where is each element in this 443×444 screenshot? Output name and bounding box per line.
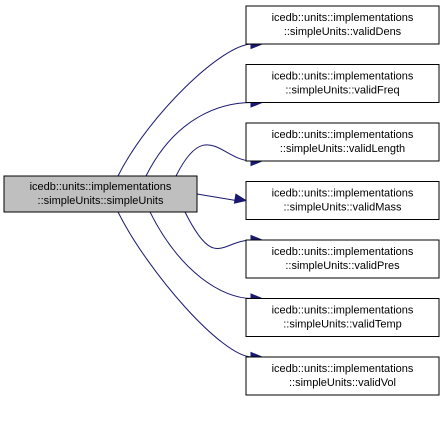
target-node-label-line1: icedb::units::implementations xyxy=(272,71,414,83)
target-node-label-line1: icedb::units::implementations xyxy=(272,363,414,375)
target-node-label-line1: icedb::units::implementations xyxy=(272,188,414,200)
target-node-label-line1: icedb::units::implementations xyxy=(272,12,414,24)
edge-to-validvol xyxy=(117,211,253,358)
target-node-validfreq[interactable]: icedb::units::implementations::simpleUni… xyxy=(245,64,440,103)
target-nodes: icedb::units::implementations::simpleUni… xyxy=(245,5,440,396)
target-node-box xyxy=(245,122,440,162)
target-node-label-line1: icedb::units::implementations xyxy=(272,129,414,141)
target-node-validpres[interactable]: icedb::units::implementations::simpleUni… xyxy=(245,239,440,279)
target-node-box xyxy=(245,181,440,220)
source-node-label-line1: icedb::units::implementations xyxy=(30,181,172,193)
target-node-box xyxy=(245,64,440,103)
target-node-label-line1: icedb::units::implementations xyxy=(272,305,414,317)
edge-to-validmass xyxy=(196,193,237,201)
target-node-validlength[interactable]: icedb::units::implementations::simpleUni… xyxy=(245,122,440,162)
source-node-box xyxy=(3,175,198,213)
source-node[interactable]: icedb::units::implementations ::simpleUn… xyxy=(3,175,198,213)
target-node-label-line1: icedb::units::implementations xyxy=(272,246,414,258)
arrowhead-validmass xyxy=(233,193,248,204)
target-node-validdens[interactable]: icedb::units::implementations::simpleUni… xyxy=(245,5,440,45)
edge-to-validpres xyxy=(184,211,253,249)
target-node-label-line2: ::simpleUnits::validFreq xyxy=(285,85,399,97)
source-node-label-line2: ::simpleUnits::simpleUnits xyxy=(38,195,164,207)
edge-to-validfreq xyxy=(145,102,253,177)
target-node-validvol[interactable]: icedb::units::implementations::simpleUni… xyxy=(245,356,440,396)
target-node-label-line2: ::simpleUnits::validMass xyxy=(284,202,402,214)
target-node-validmass[interactable]: icedb::units::implementations::simpleUni… xyxy=(245,181,440,220)
target-node-label-line2: ::simpleUnits::validLength xyxy=(280,143,405,155)
edge-to-validtemp xyxy=(149,211,253,299)
target-node-label-line2: ::simpleUnits::validTemp xyxy=(283,319,402,331)
target-node-box xyxy=(245,239,440,279)
target-node-box xyxy=(245,5,440,45)
target-node-box xyxy=(245,298,440,337)
target-node-box xyxy=(245,356,440,396)
edge-to-validdens xyxy=(117,43,253,177)
target-node-validtemp[interactable]: icedb::units::implementations::simpleUni… xyxy=(245,298,440,337)
edge-to-validlength xyxy=(175,144,253,177)
target-node-label-line2: ::simpleUnits::validDens xyxy=(284,26,402,38)
target-node-label-line2: ::simpleUnits::validPres xyxy=(285,260,400,272)
target-node-label-line2: ::simpleUnits::validVol xyxy=(289,377,396,389)
